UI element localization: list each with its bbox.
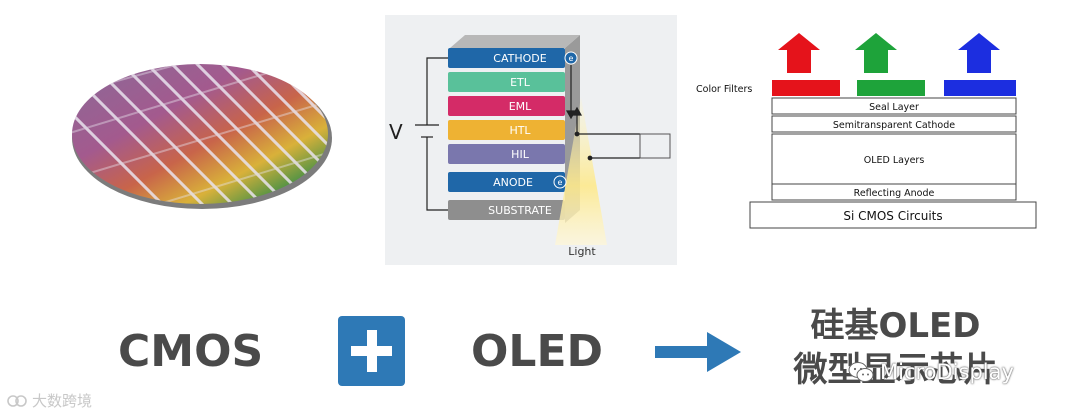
reflecting-anode-label: Reflecting Anode xyxy=(854,188,935,199)
layer-label-htl: HTL xyxy=(509,124,531,137)
si-cmos-circuits-label: Si CMOS Circuits xyxy=(843,209,942,223)
electron-symbol-cathode: e xyxy=(569,54,574,63)
silicon-wafer-image xyxy=(60,62,340,212)
result-line-1: 硅基OLED xyxy=(788,304,1003,348)
stack-layers xyxy=(448,48,565,220)
watermark-logo-icon xyxy=(6,392,28,410)
layer-hil xyxy=(448,144,565,164)
green-color-filter xyxy=(857,80,925,96)
layer-eml xyxy=(448,96,565,116)
red-arrow-icon xyxy=(778,33,820,73)
green-arrow-icon xyxy=(855,33,897,73)
blue-arrow-icon xyxy=(958,33,1000,73)
cmos-term: CMOS xyxy=(118,330,263,374)
light-cone xyxy=(555,97,607,245)
layer-htl xyxy=(448,120,565,140)
layer-label-etl: ETL xyxy=(510,76,531,89)
electron-symbol-anode: e xyxy=(558,178,563,187)
watermark-right-text: MicroDisplay xyxy=(880,360,1014,384)
wafer-svg xyxy=(60,62,340,212)
layer-label-anode: ANODE xyxy=(493,176,533,189)
watermark-left-text: 大数跨境 xyxy=(32,390,92,411)
blue-color-filter xyxy=(944,80,1016,96)
wechat-icon xyxy=(848,361,874,383)
light-label: Light xyxy=(568,245,596,258)
layer-label-cathode: CATHODE xyxy=(493,52,546,65)
voltage-label: V xyxy=(389,120,403,144)
watermark-right: MicroDisplay xyxy=(848,360,1014,384)
layer-label-substrate: SUBSTRATE xyxy=(488,204,552,217)
right-arrow-icon xyxy=(655,330,743,374)
red-color-filter xyxy=(772,80,840,96)
color-filters-label: Color Filters xyxy=(696,84,752,95)
semitransparent-cathode-label: Semitransparent Cathode xyxy=(833,120,955,131)
watermark-left: 大数跨境 xyxy=(6,390,92,411)
micro-display-cross-section: Color Filters Seal Layer Semitransparent… xyxy=(692,28,1054,234)
seal-layer-label: Seal Layer xyxy=(869,102,919,113)
layer-label-hil: HIL xyxy=(511,148,530,161)
voltage-circuit xyxy=(415,58,448,210)
oled-layers-label: OLED Layers xyxy=(864,155,925,166)
plus-icon xyxy=(338,316,405,386)
color-arrows xyxy=(778,33,1000,73)
side-bracket xyxy=(640,134,670,158)
oled-stack-diagram: CATHODE ETL EML HTL HIL ANODE SUBSTRATE … xyxy=(385,15,677,265)
layer-label-eml: EML xyxy=(509,100,532,113)
layer-etl xyxy=(448,72,565,92)
oled-term: OLED xyxy=(471,330,603,374)
